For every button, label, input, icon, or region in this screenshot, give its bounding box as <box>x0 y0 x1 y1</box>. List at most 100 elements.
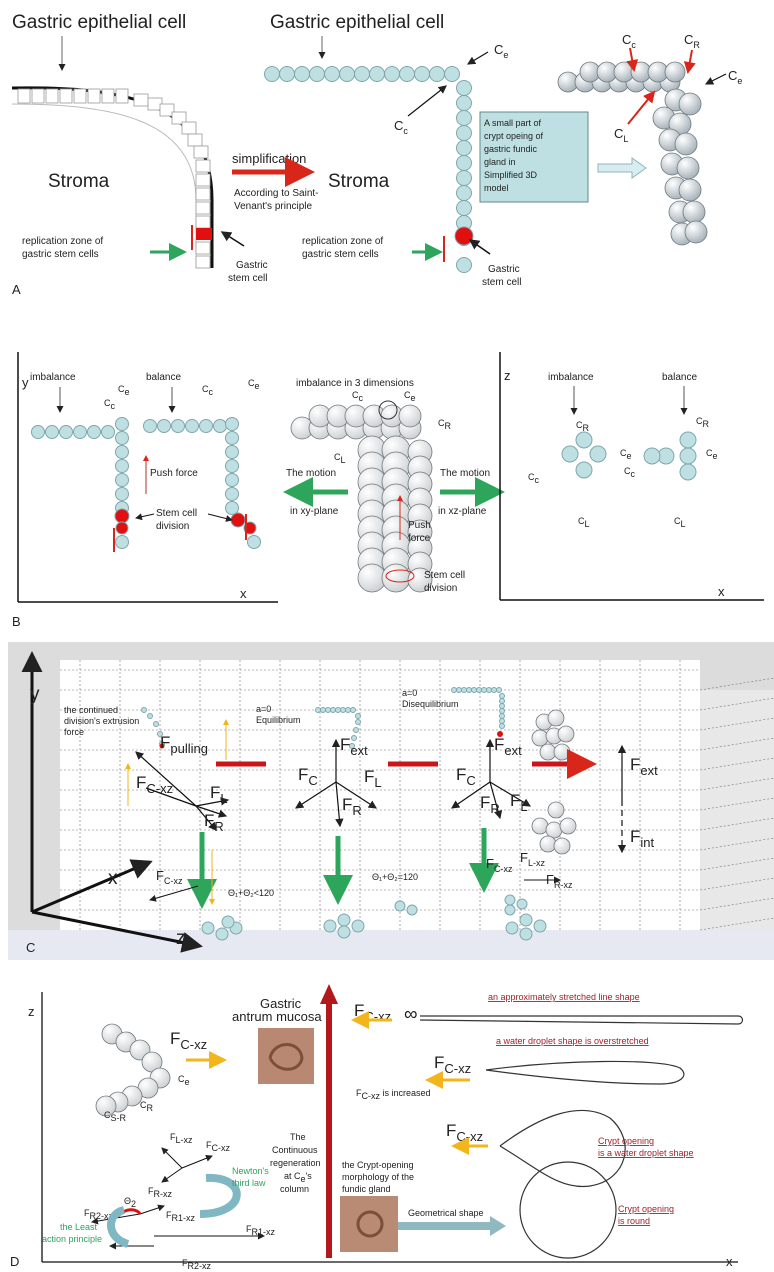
sphere-cell <box>682 200 706 224</box>
cell <box>73 425 87 439</box>
d-least-1: the Least <box>60 1222 98 1232</box>
cell <box>225 445 239 459</box>
cell <box>264 66 280 82</box>
cell <box>335 707 341 713</box>
stretched-line-shape <box>419 1015 744 1025</box>
cell <box>225 501 239 515</box>
d-stretched-line: an approximately stretched line shape <box>488 992 640 1002</box>
panel-c: y x z C the continued division's extrusi… <box>8 642 774 960</box>
svg-text:Fpulling: Fpulling <box>160 733 208 756</box>
svg-text:CR: CR <box>438 418 452 431</box>
svg-text:Ce: Ce <box>118 384 130 397</box>
cell <box>221 915 235 929</box>
cell <box>349 743 355 749</box>
label-stroma-left: Stroma <box>48 171 110 192</box>
cross-sections <box>561 431 697 481</box>
cell <box>337 913 351 927</box>
cell <box>456 155 472 171</box>
label-replication-1b: replication zone of <box>302 236 383 247</box>
d-axis-z: z <box>28 1004 35 1019</box>
cell <box>279 66 295 82</box>
cell <box>406 904 418 916</box>
svg-text:Cc: Cc <box>104 398 116 411</box>
svg-text:CL: CL <box>578 516 590 529</box>
svg-text:FR2-xz: FR2-xz <box>84 1208 114 1221</box>
cell <box>147 713 153 719</box>
svg-text:CL: CL <box>674 516 686 529</box>
cell <box>153 721 159 727</box>
wall-cell <box>45 88 59 104</box>
cell <box>201 921 215 935</box>
b-motion-xz-1: The motion <box>440 468 490 479</box>
svg-text:FR1-xz: FR1-xz <box>246 1224 276 1237</box>
label-gastric-stem-1: Gastric <box>236 260 268 271</box>
d-gastric-2: antrum mucosa <box>232 1009 322 1024</box>
cell <box>171 419 185 433</box>
svg-text:Cc: Cc <box>394 118 408 136</box>
b-force: force <box>408 533 431 544</box>
sphere-cell <box>557 725 575 743</box>
cell <box>456 185 472 201</box>
simplified-cell-chain <box>264 66 474 273</box>
cell <box>481 687 487 693</box>
cell <box>354 66 370 82</box>
svg-text:FR1-xz: FR1-xz <box>166 1210 196 1223</box>
svg-text:FC-xz: FC-xz <box>206 1140 230 1153</box>
svg-text:FC: FC <box>456 765 476 788</box>
sphere-cell <box>559 817 577 835</box>
svg-text:CL: CL <box>614 126 628 144</box>
b-axis-x: x <box>240 586 247 601</box>
svg-text:Fext: Fext <box>494 735 522 758</box>
svg-text:CR: CR <box>684 32 700 50</box>
continuous-text: The Continuous regeneration at Ce's colu… <box>270 1132 323 1194</box>
d-newton-1: Newton's <box>232 1166 269 1176</box>
cell <box>499 723 505 729</box>
imbalance-chain <box>31 417 130 552</box>
c-eq-a: a=0 <box>256 704 271 714</box>
cell <box>499 708 505 714</box>
cell <box>679 431 697 449</box>
panel-d-letter: D <box>10 1254 19 1269</box>
d-axis-x: x <box>726 1254 733 1269</box>
cell <box>101 425 115 439</box>
sphere-cell <box>684 220 708 244</box>
sphere-cell <box>531 729 549 747</box>
stem-cell <box>114 508 130 524</box>
cell <box>345 707 351 713</box>
label-saint-venant-1: According to Saint- <box>234 188 319 199</box>
b-stem-division-3d-2: division <box>424 583 457 594</box>
cell <box>157 419 171 433</box>
d-crypt-water-2: is a water droplet shape <box>598 1148 694 1158</box>
cell <box>679 463 697 481</box>
svg-text:FL: FL <box>510 791 528 814</box>
svg-text:FL-xz: FL-xz <box>170 1132 193 1145</box>
cell <box>323 919 337 933</box>
svg-text:Fext: Fext <box>340 735 368 758</box>
svg-text:FR: FR <box>204 811 224 834</box>
sphere-cell <box>407 567 433 593</box>
wall-cell <box>181 121 197 135</box>
c-extrusion-2: division's extrusion <box>64 716 139 726</box>
wall-cell <box>195 241 211 255</box>
cell <box>399 66 415 82</box>
wall-cell <box>87 88 101 104</box>
sphere-cell <box>531 817 549 835</box>
c-angle-1: Θ₁+Θ₂<120 <box>228 888 274 898</box>
cell <box>225 431 239 445</box>
cell <box>505 921 519 935</box>
wall-cell <box>133 93 149 107</box>
stem-cell <box>454 226 474 246</box>
svg-text:FC: FC <box>298 765 318 788</box>
cell <box>491 687 497 693</box>
cell <box>456 687 462 693</box>
panel-b: y x imbalance balance Cc Ce Cc Ce Push f… <box>12 352 764 629</box>
c-eq: Equilibrium <box>256 715 301 725</box>
label-cc-a: C <box>394 118 403 133</box>
d-crypt-water-1: Crypt opening <box>598 1136 654 1146</box>
b-axis-y: y <box>22 375 29 390</box>
c-diseq-a: a=0 <box>402 688 417 698</box>
panel-c-letter: C <box>26 940 35 955</box>
cell <box>225 487 239 501</box>
cell <box>451 687 457 693</box>
cell <box>414 66 430 82</box>
